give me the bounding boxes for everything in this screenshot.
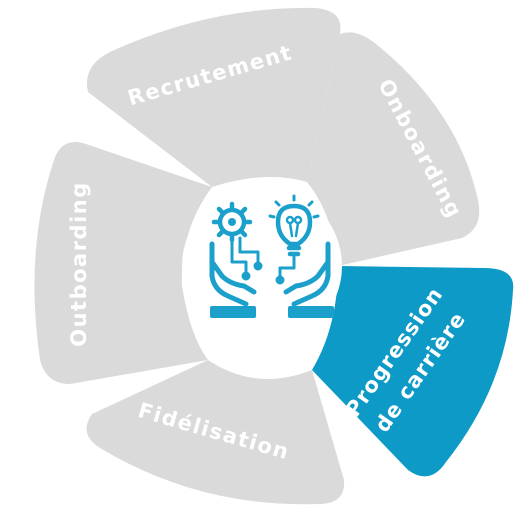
- segment-recrutement[interactable]: [86, 7, 341, 187]
- segment-progression-de-carriere[interactable]: [312, 266, 514, 477]
- left-hand-icon: [209, 241, 257, 318]
- circuit-lines: [230, 236, 263, 281]
- lightbulb-icon: [268, 194, 320, 257]
- segment-onboarding[interactable]: [307, 32, 480, 267]
- segment-outboarding[interactable]: [34, 142, 212, 384]
- label-outboarding: Outboarding: [67, 181, 91, 347]
- right-hand-icon: [283, 241, 334, 318]
- hands-gear-lightbulb-icon: [209, 194, 334, 318]
- segment-fidelisation[interactable]: [86, 360, 345, 505]
- gear-icon: [211, 201, 253, 243]
